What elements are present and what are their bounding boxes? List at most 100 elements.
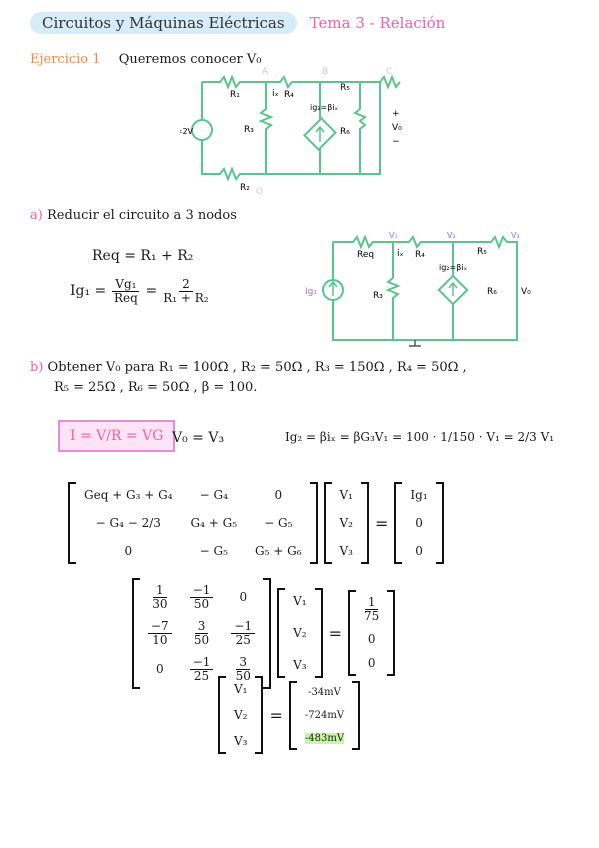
part-b-text-1: Obtener V₀ para R₁ = 100Ω , R₂ = 50Ω , R… [47,360,467,375]
sol-var: V₂ [234,708,248,722]
sym-cell: − G₄ [199,488,228,502]
symbolic-matrix-equation: Geq + G₃ + G₄ − G₄ 0 − G₄ − 2/3 G₄ + G₅ … [68,482,444,564]
num-var: V₃ [293,658,307,673]
r5-branch [353,82,367,174]
sym-equals: = [374,513,389,533]
reduced-r5-label: R₅ [477,247,487,257]
req-equation: Req = R₁ + R₂ [92,248,194,264]
ohm-law-box: I = V/R = VG [58,420,176,452]
sol-value-v1: -34mV [308,686,341,698]
fraction-denominator: 50 [235,668,251,683]
r6-label: R₆ [340,127,350,137]
fraction-denominator: 25 [193,668,210,683]
num-var: V₁ [293,594,307,609]
ground-icon [409,340,421,347]
r1-label: R₁ [230,90,240,100]
circuit-diagram-original: R₁ R₂ R₃ R₄ R₅ R₆ iₓ ig₂=βiₓ Vg₁=2V V₀ +… [180,67,402,194]
req-label: Req [357,250,374,260]
node-v1-label: V₁ [389,231,398,240]
fraction-numerator: −1 [189,584,214,598]
circuit-diagram-reduced: Req R₃ R₄ R₅ R₆ iₓ ig₂=βiₓ Ig₁ V₀ V₁ V₂ … [305,231,531,347]
reduced-dep-label: ig₂=βiₓ [439,263,468,272]
fraction-denominator: 30 [152,596,168,611]
numeric-vars-vector: V₁ V₂ V₃ [277,588,323,679]
sym-var: V₃ [339,544,353,558]
matrix-value: 0 [367,656,376,671]
ig1-num: Vg₁ [112,278,140,292]
node-a-label: A [262,67,269,77]
ig1-source-label: Ig₁ [305,287,317,297]
sol-var: V₁ [234,682,248,696]
vo-label: V₀ [392,123,402,133]
num-equals: = [328,623,342,643]
ig1-num2: 2 [179,278,193,292]
r3-branch [258,82,274,174]
node-c-label: C [386,67,392,77]
fraction-numerator: −1 [231,620,256,634]
page-header: Circuitos y Máquinas Eléctricas Tema 3 -… [30,12,445,34]
part-a-heading: a) Reducir el circuito a 3 nodos [30,208,237,223]
exercise-text: Queremos conocer V₀ [118,52,262,67]
reduced-r6-label: R₆ [487,287,497,297]
dep-source-label: ig₂=βiₓ [310,103,339,112]
node-v2-label: V₂ [447,231,456,240]
fraction-numerator: 3 [194,620,209,634]
topic-title: Tema 3 - Relación [309,14,446,32]
r4-label: R₄ [284,90,294,100]
fraction-numerator: 3 [236,656,251,670]
fraction-numerator: 1 [153,584,167,598]
vo-minus: − [392,137,400,147]
sym-rhs: 0 [415,516,423,530]
fraction-denominator: 25 [235,632,251,647]
fraction-numerator: −7 [148,620,172,634]
voltage-source-icon [191,119,213,141]
solution-values-vector: -34mV -724mV -483mV [288,680,361,750]
num-var: V₂ [293,626,307,641]
ig1-fraction-2: 2 R₁ + R₂ [163,278,208,304]
node-b-label: B [322,67,328,77]
part-a-label: a) [30,208,43,223]
matrix-value: 0 [156,662,164,677]
symbolic-conductance-matrix: Geq + G₃ + G₄ − G₄ 0 − G₄ − 2/3 G₄ + G₅ … [68,482,318,564]
reduced-r3-branch [385,242,401,340]
r2-label: R₂ [240,183,250,193]
exercise-statement: Ejercicio 1 Queremos conocer V₀ [30,52,262,67]
ix-label: iₓ [272,89,279,99]
sym-cell: G₄ + G₅ [190,516,238,530]
sym-cell: − G₄ − 2/3 [95,516,161,530]
sym-cell: − G₅ [264,516,293,530]
subject-title: Circuitos y Máquinas Eléctricas [30,12,297,34]
sol-value-v2: -724mV [304,709,345,721]
fraction-denominator: 75 [364,608,380,623]
sym-cell: G₅ + G₆ [255,544,302,558]
fraction-denominator: 10 [152,632,168,647]
fraction-numerator: −1 [189,656,214,670]
ig2-equation: Ig₂ = βiₓ = βG₃V₁ = 100 · 1/150 · V₁ = 2… [285,430,555,444]
sol-equals: = [269,705,283,725]
part-b-text-2: R₅ = 25Ω , R₆ = 50Ω , β = 100. [54,380,258,395]
sym-rhs: Ig₁ [410,488,428,502]
fraction-numerator: 1 [364,596,379,610]
ig1-den: Req [113,290,138,305]
sym-cell: Geq + G₃ + G₄ [84,488,173,502]
top-wire [202,74,401,90]
r5-label: R₅ [340,83,350,93]
ig1-lhs: Ig₁ = [70,283,107,300]
part-b-line-1: b) Obtener V₀ para R₁ = 100Ω , R₂ = 50Ω … [30,360,467,375]
sym-var: V₁ [339,488,353,502]
part-b-label: b) [30,360,44,375]
vo-plus: + [392,109,400,119]
reduced-wire [332,234,518,341]
ig1-den2: R₁ + R₂ [163,290,209,305]
vo-equals-v3: V₀ = V₃ [172,430,225,446]
fraction-denominator: 50 [193,596,210,611]
part-a-text: Reducir el circuito a 3 nodos [46,208,237,223]
